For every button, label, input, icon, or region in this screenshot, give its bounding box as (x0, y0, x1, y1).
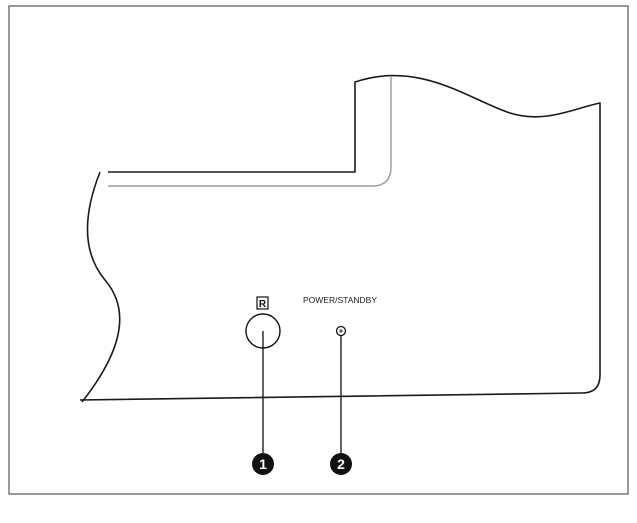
device-outline (79, 74, 601, 403)
remote-sensor-symbol-box (256, 296, 269, 310)
callout-1-number: 1 (259, 456, 267, 472)
power-standby-label: POWER/STANDBY (303, 295, 377, 305)
power-standby-indicator-dot (339, 329, 343, 333)
remote-sensor-symbol: R (259, 299, 267, 310)
callout-1-badge (252, 453, 274, 475)
callout-2-number: 2 (337, 456, 345, 472)
callout-2-badge (330, 453, 352, 475)
inner-recess-edge (108, 77, 392, 187)
diagram-frame (8, 5, 629, 495)
